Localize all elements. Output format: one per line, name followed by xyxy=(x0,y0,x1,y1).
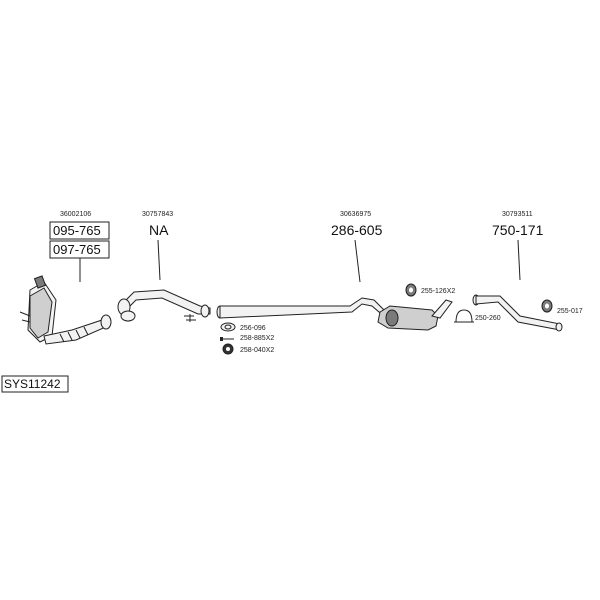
middle-silencer-drawing xyxy=(216,297,453,331)
part-750-171[interactable]: 750-171 xyxy=(492,222,544,238)
accessory-255-126x2[interactable]: 255-126X2 xyxy=(405,283,455,297)
ref-30793511: 30793511 xyxy=(502,211,533,218)
part-box-095-765[interactable] xyxy=(49,221,110,240)
accessory-256-096[interactable]: 256-096 xyxy=(220,322,266,332)
accessory-258-885x2[interactable]: 258-885X2 xyxy=(220,335,274,342)
accessory-label-250-260[interactable]: 250-260 xyxy=(475,315,501,322)
part-097-765[interactable]: 097-765 xyxy=(53,242,101,257)
front-pipe-drawing xyxy=(117,289,211,322)
system-code-box xyxy=(1,375,69,393)
leader-line-2 xyxy=(157,239,161,281)
part-095-765[interactable]: 095-765 xyxy=(53,223,101,238)
catalytic-converter-drawing xyxy=(19,275,112,345)
leader-line-4 xyxy=(517,239,521,281)
accessory-label-258-040x2[interactable]: 258-040X2 xyxy=(240,347,274,354)
ref-30636975: 30636975 xyxy=(340,211,371,218)
system-code: SYS11242 xyxy=(4,377,61,391)
part-na[interactable]: NA xyxy=(149,222,169,238)
tail-pipe-drawing xyxy=(472,294,563,332)
ref-36002106: 36002106 xyxy=(60,211,91,218)
accessory-label-258-885x2[interactable]: 258-885X2 xyxy=(240,335,274,342)
leader-line-3 xyxy=(354,239,361,283)
accessory-250-260[interactable]: 250-260 xyxy=(454,309,501,323)
accessory-label-255-126x2[interactable]: 255-126X2 xyxy=(421,288,455,295)
accessory-255-017[interactable]: 255-017 xyxy=(541,299,583,315)
ref-30757843: 30757843 xyxy=(142,211,173,218)
accessory-label-256-096[interactable]: 256-096 xyxy=(240,325,266,332)
accessory-258-040x2[interactable]: 258-040X2 xyxy=(222,343,274,355)
accessory-label-255-017[interactable]: 255-017 xyxy=(557,308,583,315)
part-286-605[interactable]: 286-605 xyxy=(331,222,383,238)
